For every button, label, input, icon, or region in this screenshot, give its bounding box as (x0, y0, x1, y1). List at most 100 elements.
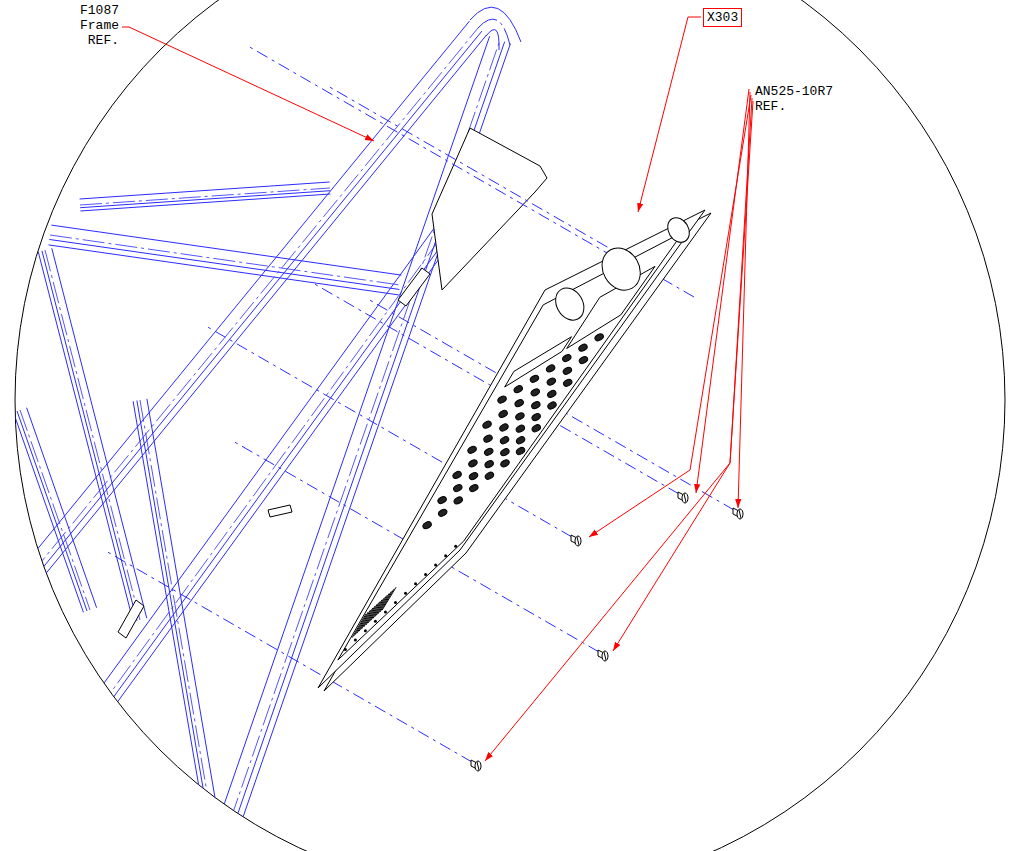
leader-line (589, 95, 751, 537)
switch-hole (547, 401, 558, 411)
rivet-hole (434, 564, 437, 567)
part-number: X303 (707, 10, 738, 25)
tube-edge (137, 401, 207, 811)
tube-edge (147, 399, 217, 809)
tube-bend (470, 7, 521, 42)
switch-hole (562, 366, 573, 376)
switch-hole (437, 508, 448, 518)
rivet-hole (454, 545, 457, 548)
tube-edge (42, 251, 137, 621)
switch-hole (499, 435, 510, 445)
switch-hole (437, 495, 448, 505)
panel-cutout (505, 337, 572, 387)
switch-hole (500, 459, 511, 469)
projection-line (247, 46, 614, 257)
tube-edge (80, 191, 330, 208)
screw (598, 650, 608, 661)
tube-edge (14, 31, 482, 603)
tube-centerline (140, 400, 210, 810)
rivet-hole (414, 582, 417, 585)
mount-tab (118, 600, 144, 638)
rivet-hole (384, 610, 387, 613)
part-label: F1087 Frame REF. (80, 3, 119, 48)
switch-hole (484, 471, 495, 481)
tube-centerline (40, 225, 450, 790)
screw (471, 760, 481, 771)
switch-hole (467, 445, 478, 455)
panel-flange (338, 232, 683, 660)
switch-hole (513, 384, 524, 394)
switch-hole (514, 398, 525, 408)
switch-hole (530, 400, 541, 410)
tube-edge (13, 412, 83, 612)
switch-hole (482, 420, 493, 430)
rivet-hole (354, 639, 357, 642)
switch-hole (468, 471, 479, 481)
mount-tab (398, 268, 430, 306)
rivet-hole (424, 573, 427, 576)
switch-hole (422, 520, 433, 530)
tube-centerline (20, 410, 90, 610)
frame-illustration (1, 7, 743, 851)
screw (733, 508, 743, 519)
tube-bend (478, 19, 510, 45)
tube-edge (17, 411, 87, 611)
switch-hole (453, 496, 464, 506)
rivet-hole (374, 620, 377, 623)
tube-edge (1, 21, 469, 593)
switch-hole (578, 343, 589, 353)
switch-hole (498, 409, 509, 419)
switch-hole (515, 435, 526, 445)
switch-hole (529, 374, 540, 384)
switch-hole (484, 459, 495, 469)
detail-circle (15, 0, 1005, 851)
switch-hole (561, 353, 572, 363)
tube-centerline (45, 250, 140, 620)
leader-line (485, 101, 753, 761)
tube-edge (31, 219, 441, 784)
switch-hole (497, 395, 508, 405)
switch-hole (483, 447, 494, 457)
switch-hole (545, 364, 556, 374)
leader-line (122, 27, 374, 141)
switch-hole (546, 377, 557, 387)
tube-edge (51, 225, 401, 275)
tube-edge (49, 239, 399, 289)
switch-hole (483, 434, 494, 444)
switch-hole (515, 411, 526, 421)
switch-hole (594, 332, 605, 342)
rivet-hole (404, 592, 407, 595)
gusset-plate (432, 128, 547, 290)
switch-hole (515, 424, 526, 434)
vent-slot (382, 587, 396, 610)
screw (571, 535, 581, 546)
vent-slot (373, 595, 387, 618)
tube-edge (27, 408, 97, 608)
mount-tab (268, 505, 292, 517)
projection-line (327, 86, 694, 297)
switch-hole (546, 389, 557, 399)
leader-line (638, 17, 701, 212)
tube-edge (49, 245, 399, 295)
switch-hole (452, 470, 463, 480)
switch-hole (468, 459, 479, 469)
rivet-hole (364, 629, 367, 632)
tube-centerline (10, 28, 478, 600)
part-number-box: X303 (703, 8, 742, 27)
panel-outline (318, 210, 705, 688)
switch-hole (562, 378, 573, 388)
tube-centerline (50, 235, 400, 285)
switch-hole (531, 423, 542, 433)
tube-bend (486, 30, 499, 50)
rivet-hole (444, 554, 447, 557)
switch-hole (578, 355, 589, 365)
switch-hole (499, 447, 510, 457)
vent-slot (375, 593, 389, 616)
switch-hole (530, 388, 541, 398)
gauge-hole (550, 283, 590, 325)
part-label: AN525-10R7 REF. (755, 84, 847, 114)
switch-hole (531, 412, 542, 422)
